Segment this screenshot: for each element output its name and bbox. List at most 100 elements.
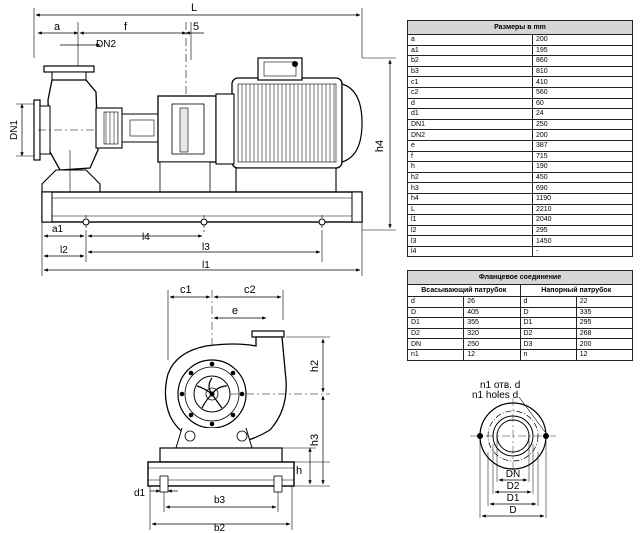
- dimension-value: 410: [532, 76, 633, 88]
- discharge-value: 295: [575, 317, 634, 329]
- dim-DN-label: DN: [506, 469, 520, 480]
- holes-label-ru: n1 отв. d: [480, 380, 520, 391]
- dim-DN1-label: DN1: [9, 120, 20, 140]
- suction-value: 12: [463, 348, 521, 361]
- dimension-key: b2: [407, 55, 533, 67]
- dimension-value: 450: [532, 171, 633, 184]
- holes-label-en: n1 holes d: [472, 390, 518, 401]
- dim-h-label: h: [296, 465, 302, 477]
- discharge-key: D3: [519, 338, 577, 350]
- flange-view-labels: n1 отв. d n1 holes d DN D2 D1 D: [472, 380, 520, 516]
- dim-a1-label: a1: [52, 224, 64, 235]
- dim-D2-label: D2: [507, 481, 520, 492]
- discharge-value: 335: [575, 306, 634, 319]
- dimension-value: 2210: [532, 203, 633, 216]
- dimension-value: 1190: [532, 192, 633, 205]
- dimension-key: l4: [407, 245, 533, 258]
- dim-h2-label: h2: [309, 360, 321, 372]
- dimension-key: DN1: [407, 118, 533, 131]
- dimension-value: 690: [532, 182, 633, 194]
- suction-label: Всасывающий патрубок: [407, 284, 521, 297]
- suction-value: 250: [463, 338, 521, 350]
- dimension-value: 250: [532, 118, 633, 131]
- dim-b2-label: b2: [214, 523, 226, 533]
- dim-f-label: f: [124, 21, 128, 33]
- flange-table-title: Фланцевое соединение: [407, 270, 633, 285]
- discharge-label: Напорный патрубок: [519, 284, 633, 297]
- suction-value: 26: [463, 296, 521, 308]
- dimension-key: L: [407, 203, 533, 216]
- dimension-value: 195: [532, 44, 633, 57]
- dimension-key: l1: [407, 214, 533, 226]
- dim-l3-label: l3: [202, 242, 210, 253]
- dim-5-label: 5: [193, 21, 199, 33]
- suction-value: 320: [463, 327, 521, 340]
- suction-key: DN: [406, 338, 465, 350]
- dimension-key: h: [407, 161, 533, 173]
- side-view: [16, 8, 396, 276]
- dim-h3-label: h3: [309, 434, 321, 446]
- flange-view: [470, 396, 556, 518]
- dim-l1-label: l1: [202, 260, 210, 271]
- dimension-value: 860: [532, 55, 633, 67]
- discharge-key: n: [519, 348, 577, 361]
- dimension-key: d1: [407, 108, 533, 120]
- discharge-key: D2: [519, 327, 577, 340]
- dim-e-label: e: [232, 305, 238, 317]
- dimension-key: h3: [407, 182, 533, 194]
- discharge-value: 22: [575, 296, 634, 308]
- dimension-value: 560: [532, 86, 633, 99]
- front-view-labels: c1 c2 e h2 h3 h d1 b3 b2: [134, 284, 321, 533]
- dimension-value: 295: [532, 224, 633, 237]
- dim-h4-label: h4: [374, 140, 386, 152]
- dimension-value: 60: [532, 97, 633, 110]
- dimensions-table-header: Размеры в mm: [407, 20, 633, 35]
- dimension-row: l4-: [407, 245, 633, 258]
- discharge-value: 200: [575, 338, 634, 350]
- dimension-value: 2040: [532, 214, 633, 226]
- dim-d1-label: d1: [134, 488, 146, 499]
- dimension-key: e: [407, 139, 533, 152]
- dimension-value: 200: [532, 34, 633, 46]
- dimension-value: 810: [532, 65, 633, 78]
- dim-c2-label: c2: [244, 284, 256, 296]
- flange-table-subheader: Всасывающий патрубок Напорный патрубок: [407, 284, 633, 297]
- dim-DN2-label: DN2: [96, 39, 116, 50]
- suction-key: D1: [406, 317, 465, 329]
- dimension-key: a: [407, 34, 533, 46]
- flange-table-header: Фланцевое соединение: [407, 270, 633, 285]
- dim-D-label: D: [509, 505, 516, 516]
- dimension-key: d: [407, 97, 533, 110]
- dim-D1-label: D1: [507, 493, 520, 504]
- suction-value: 355: [463, 317, 521, 329]
- dim-a-label: a: [54, 21, 61, 33]
- dimension-key: h2: [407, 171, 533, 184]
- dimensions-table-title: Размеры в mm: [407, 20, 633, 35]
- dimension-key: h4: [407, 192, 533, 205]
- dimension-key: l2: [407, 224, 533, 237]
- suction-key: D: [406, 306, 465, 319]
- dimension-value: 1450: [532, 235, 633, 247]
- discharge-key: d: [519, 296, 577, 308]
- dimension-key: f: [407, 150, 533, 163]
